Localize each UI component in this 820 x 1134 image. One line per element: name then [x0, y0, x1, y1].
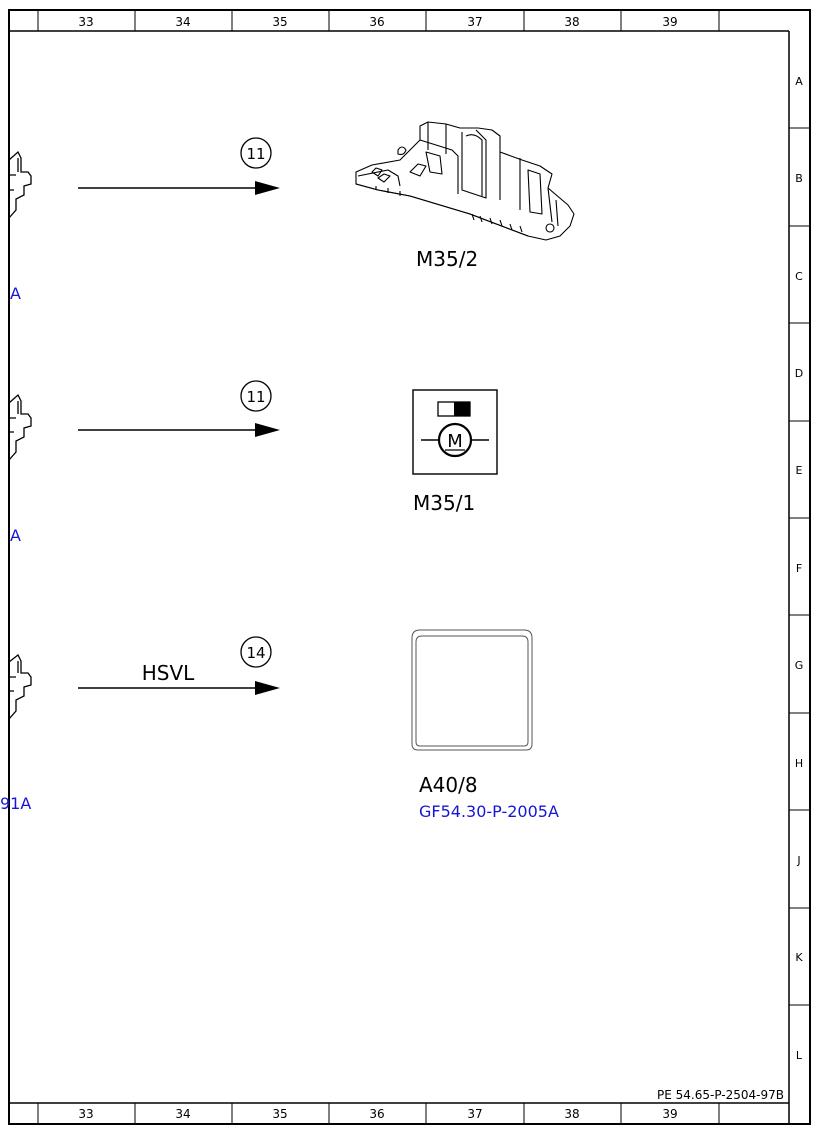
column-label: 33 — [78, 1107, 93, 1121]
column-labels-bottom: 33 34 35 36 37 38 39 — [78, 1107, 677, 1121]
svg-text:11: 11 — [246, 145, 265, 163]
left-connector-fragment-3 — [8, 654, 32, 720]
left-connector-fragment-1 — [8, 150, 32, 219]
column-label: 35 — [272, 1107, 287, 1121]
row-label: A — [795, 75, 803, 88]
row-label: E — [796, 464, 803, 477]
column-label: 36 — [369, 15, 384, 29]
row-label: D — [795, 367, 803, 380]
column-label: 37 — [467, 15, 482, 29]
component-label-m35-1: M35/1 — [413, 491, 475, 515]
sheet-frame — [8, 9, 811, 1125]
actuator-drawing-icon — [355, 121, 575, 241]
column-ruler-top — [37, 10, 720, 31]
row-label: G — [795, 659, 804, 672]
row-ruler-right — [789, 127, 810, 1006]
svg-text:M: M — [447, 431, 463, 452]
column-labels-top: 33 34 35 36 37 38 39 — [78, 15, 677, 29]
a40-8-reference-link[interactable]: GF54.30-P-2005A — [419, 802, 559, 821]
motor-symbol-icon: M — [412, 389, 498, 475]
column-label: 35 — [272, 15, 287, 29]
column-label: 39 — [662, 1107, 677, 1121]
svg-text:11: 11 — [246, 388, 265, 406]
row-label: F — [796, 562, 802, 575]
left-link-1[interactable]: A — [10, 284, 21, 303]
column-label: 38 — [564, 15, 579, 29]
column-label: 36 — [369, 1107, 384, 1121]
component-label-m35-2: M35/2 — [416, 247, 478, 271]
row-label: K — [795, 951, 803, 964]
column-label: 34 — [175, 15, 190, 29]
document-reference: PE 54.65-P-2504-97B — [657, 1088, 784, 1102]
left-link-2[interactable]: A — [10, 526, 21, 545]
svg-text:14: 14 — [246, 644, 265, 662]
left-link-3[interactable]: 91A — [0, 794, 31, 813]
row-label: L — [796, 1049, 803, 1062]
column-label: 34 — [175, 1107, 190, 1121]
column-label: 38 — [564, 1107, 579, 1121]
column-ruler-bottom — [37, 1103, 720, 1124]
row-label: C — [795, 270, 803, 283]
connection-arrow-3 — [78, 681, 280, 695]
connection-number-badge-1: 11 — [240, 137, 272, 169]
wire-label-hsvl: HSVL — [142, 661, 195, 685]
connection-number-badge-2: 11 — [240, 380, 272, 412]
column-label: 39 — [662, 15, 677, 29]
row-label: J — [796, 854, 800, 867]
column-label: 37 — [467, 1107, 482, 1121]
row-labels-right: A B C D E F G H J K L — [795, 75, 804, 1062]
row-label: H — [795, 757, 803, 770]
connection-arrow-2 — [78, 423, 280, 437]
component-label-a40-8: A40/8 — [419, 773, 478, 797]
display-unit-icon — [411, 629, 533, 751]
connection-arrow-1 — [78, 181, 280, 195]
column-label: 33 — [78, 15, 93, 29]
row-label: B — [795, 172, 803, 185]
connection-number-badge-3: 14 — [240, 636, 272, 668]
left-connector-fragment-2 — [8, 393, 32, 461]
